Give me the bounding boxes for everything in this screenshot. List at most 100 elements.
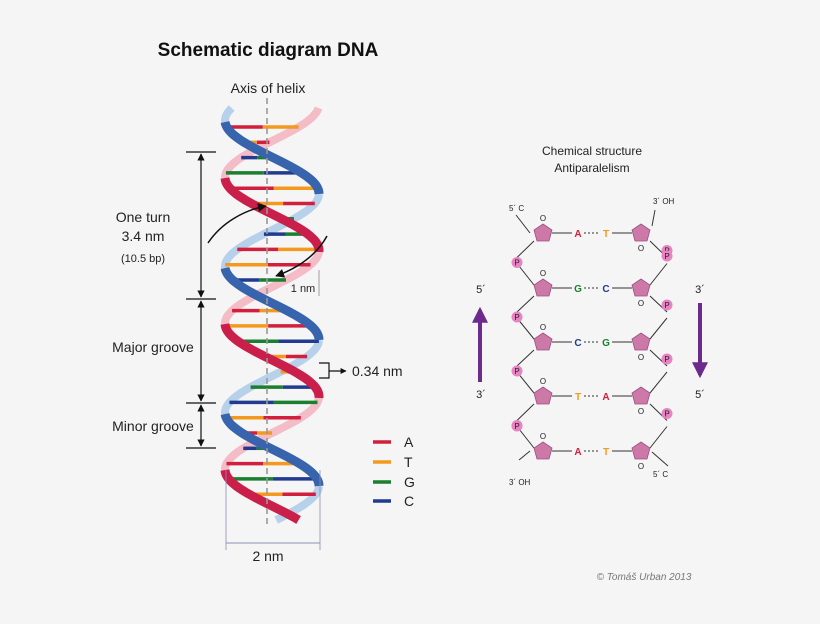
oxygen-label: O: [540, 214, 546, 223]
left-sugar: [533, 441, 553, 460]
phosphate-label: P: [664, 410, 669, 419]
left-sugar: [533, 223, 553, 242]
width-label: 1 nm: [291, 283, 315, 295]
right-bottom-label: 5´ C: [653, 470, 668, 479]
strand-front-segment: [220, 413, 324, 487]
right-backbone-bond: [649, 426, 668, 449]
legend-label-c: C: [404, 493, 414, 509]
right-backbone-bottom: [651, 451, 669, 467]
chem-title-2: Antiparalelism: [554, 161, 629, 175]
base-pair-rungs: [225, 125, 319, 496]
left-top-label: 5´ C: [509, 204, 524, 213]
right-sugar: [631, 223, 651, 242]
phosphate-label: P: [514, 422, 519, 431]
right-sugar: [631, 332, 651, 351]
left-base-label: A: [574, 229, 581, 240]
left-backbone-bond: [516, 295, 535, 313]
oxygen-label: O: [540, 323, 546, 332]
phosphate-circle: [661, 408, 673, 419]
rise-label: 0.34 nm: [352, 363, 403, 379]
legend-label-t: T: [404, 454, 413, 470]
left-backbone-top: [515, 214, 531, 234]
chemical-structure: OOATOOGCOOCGOOTAOOATPPPPPPPPPP: [511, 209, 673, 471]
chem-title-1: Chemical structure: [542, 144, 642, 158]
strand-front-segment: [220, 121, 324, 195]
arrow-left-bottom-label: 3´: [476, 389, 486, 401]
right-base-label: A: [602, 392, 609, 403]
left-backbone-bond: [516, 403, 535, 421]
right-backbone-bond: [649, 371, 668, 394]
rotation-arrow-upper: [207, 203, 267, 244]
strand-back-segment: [220, 193, 323, 269]
double-helix: [220, 105, 324, 524]
right-top-label: 3´ OH: [653, 197, 675, 206]
phosphate-circle: [661, 299, 673, 311]
base-legend: A T G C: [373, 434, 415, 509]
phosphate-circle: [511, 257, 523, 268]
major-groove-dimension: [186, 300, 216, 404]
one-turn-label: One turn: [116, 209, 170, 225]
phosphate-circle: [511, 365, 523, 377]
right-sugar: [631, 278, 651, 297]
legend-label-g: G: [404, 474, 415, 490]
turn-length-label: 3.4 nm: [122, 228, 165, 244]
oxygen-label: O: [540, 432, 546, 441]
legend-label-a: A: [404, 434, 414, 450]
phosphate-label: P: [664, 355, 669, 364]
right-base-label: T: [603, 229, 609, 240]
phosphate-label: P: [664, 301, 669, 310]
arrow-right-bottom-label: 5´: [695, 389, 705, 401]
rise-bracket: [319, 362, 330, 379]
oxygen-label: O: [638, 299, 644, 308]
oxygen-label: O: [638, 462, 644, 471]
phosphate-label: P: [514, 259, 519, 268]
left-backbone-bond: [516, 349, 535, 367]
copyright: © Tomáš Urban 2013: [597, 572, 692, 583]
left-sugar: [533, 386, 553, 405]
diagram-title: Schematic diagram DNA: [158, 40, 379, 61]
right-backbone-bond: [649, 263, 668, 286]
oxygen-label: O: [540, 269, 546, 278]
arrow-right-top-label: 3´: [695, 284, 705, 296]
phosphate-label: P: [664, 252, 669, 261]
left-base-label: A: [574, 447, 581, 458]
turn-bp-label: (10.5 bp): [121, 253, 165, 265]
one-turn-dimension: [186, 151, 216, 300]
left-backbone-bottom: [518, 450, 531, 461]
arrow-left-top-label: 5´: [476, 284, 486, 296]
left-sugar: [533, 332, 553, 351]
right-sugar: [631, 386, 651, 405]
right-base-label: G: [602, 338, 610, 349]
strand-front-segment: [220, 177, 324, 253]
phosphate-label: P: [514, 367, 519, 376]
phosphate-circle: [661, 250, 673, 262]
axis-label: Axis of helix: [231, 80, 306, 96]
phosphate-circle: [511, 311, 523, 323]
left-base-label: C: [574, 338, 581, 349]
oxygen-label: O: [540, 377, 546, 386]
left-backbone-bond: [516, 240, 535, 258]
oxygen-label: O: [638, 353, 644, 362]
strand-back-segment: [220, 105, 235, 123]
strand-back-segment: [221, 251, 323, 325]
minor-groove-dimension: [186, 404, 216, 449]
left-sugar: [533, 278, 553, 297]
rotation-arrow-lower: [275, 235, 328, 278]
right-backbone-bond: [649, 317, 668, 340]
diameter-label: 2 nm: [252, 548, 283, 564]
right-sugar: [631, 441, 651, 460]
left-base-label: T: [575, 392, 581, 403]
right-backbone-top: [651, 209, 656, 227]
phosphate-circle: [661, 353, 673, 365]
right-base-label: C: [602, 284, 609, 295]
left-bottom-label: 3´ OH: [509, 478, 531, 487]
left-base-label: G: [574, 284, 582, 295]
strand-front-segment: [220, 469, 301, 524]
oxygen-label: O: [638, 407, 644, 416]
strand-front-segment: [220, 267, 324, 341]
phosphate-circle: [511, 420, 523, 432]
right-base-label: T: [603, 447, 609, 458]
strand-front-segment: [220, 323, 324, 399]
oxygen-label: O: [638, 244, 644, 253]
